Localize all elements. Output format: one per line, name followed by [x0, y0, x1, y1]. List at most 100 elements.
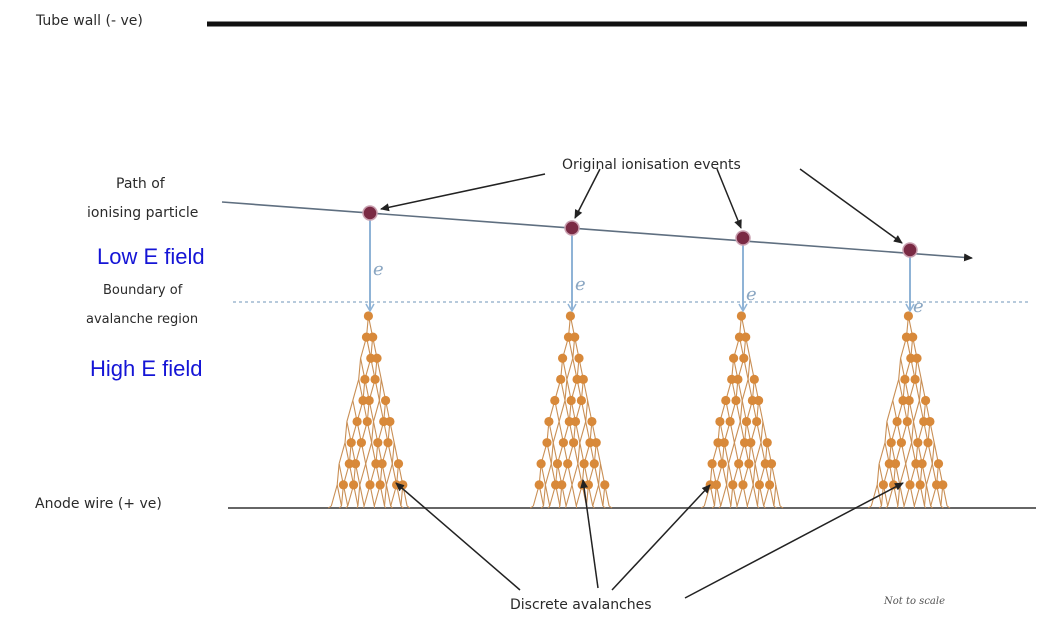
avalanche-branch: [386, 485, 390, 506]
avalanche-electron-dot: [351, 459, 360, 468]
avalanche-branch: [374, 400, 380, 421]
avalanche-branch: [755, 443, 761, 464]
avalanche-electron-dot: [544, 417, 553, 426]
avalanche-electron-dot: [563, 459, 572, 468]
avalanche-electron-dot: [921, 396, 930, 405]
avalanche-electron-dot: [739, 354, 748, 363]
event-pointer-arrow: [800, 169, 902, 243]
discrete-avalanches-label: Discrete avalanches: [510, 597, 652, 613]
avalanche-electron-dot: [381, 396, 390, 405]
avalanche-electron-dot: [368, 333, 377, 342]
avalanche-branch: [379, 379, 381, 400]
ionisation-event-dot: [736, 231, 750, 245]
avalanche-branch: [912, 422, 914, 443]
avalanche-electron-dot: [720, 438, 729, 447]
particle-path-label-line1: Path of: [116, 176, 165, 192]
avalanche-electron-dot: [558, 354, 567, 363]
avalanche-branch: [776, 485, 780, 506]
avalanche-branch: [740, 400, 742, 421]
avalanche-electron-dot: [365, 480, 374, 489]
avalanche-branch: [906, 443, 912, 464]
avalanche-branch: [359, 358, 361, 379]
avalanche-branch: [578, 443, 580, 464]
avalanche-electron-dot: [891, 459, 900, 468]
avalanche-electron-dot: [353, 417, 362, 426]
avalanche-electron-dot: [934, 459, 943, 468]
avalanche-electron-dot: [590, 459, 599, 468]
avalanche-electron-dot: [923, 438, 932, 447]
avalanche-electron-dot: [893, 417, 902, 426]
avalanche-branch: [721, 485, 727, 506]
avalanche-electron-dot: [347, 438, 356, 447]
boundary-label-line1: Boundary of: [103, 283, 182, 298]
avalanche-electron-dot: [537, 459, 546, 468]
avalanche-electron-dot: [383, 438, 392, 447]
avalanche-electron-dot: [731, 396, 740, 405]
avalanche-4: [868, 311, 950, 508]
avalanche-branch: [887, 400, 893, 421]
avalanche-electron-dot: [726, 417, 735, 426]
avalanche-electron-dot: [742, 417, 751, 426]
avalanche-branch: [914, 400, 920, 421]
avalanche-branch: [545, 464, 551, 485]
avalanche-electron-dot: [363, 417, 372, 426]
avalanche-branch: [372, 422, 374, 443]
electron-symbol: e: [373, 259, 384, 280]
avalanche-electron-dot: [904, 311, 913, 320]
event-pointer-arrow: [575, 169, 600, 218]
not-to-scale-label: Not to scale: [884, 596, 945, 607]
avalanche-branch: [385, 485, 387, 506]
original-events-label: Original ionisation events: [562, 157, 741, 173]
low-field-label: Low E field: [97, 244, 205, 270]
avalanche-branch: [553, 422, 559, 443]
avalanche-electron-dot: [592, 438, 601, 447]
avalanche-3: [701, 311, 783, 508]
avalanche-electron-dot: [905, 480, 914, 489]
high-field-label: High E field: [90, 356, 203, 382]
avalanche-branch: [871, 485, 877, 506]
avalanche-branch: [567, 358, 573, 379]
avalanche-electron-dot: [918, 459, 927, 468]
avalanche-branch: [753, 464, 755, 485]
avalanche-branch: [734, 422, 740, 443]
avalanche-branch: [358, 485, 360, 506]
avalanche-electron-dot: [571, 417, 580, 426]
avalanche-branch: [877, 464, 879, 485]
avalanche-electron-dot: [357, 438, 366, 447]
avalanche-branch: [566, 485, 572, 506]
avalanche-electron-dot: [376, 480, 385, 489]
avalanche-branch: [551, 443, 553, 464]
avalanche-electron-dot: [733, 375, 742, 384]
avalanche-electron-dot: [373, 438, 382, 447]
avalanche-branch: [544, 485, 546, 506]
avalanche-branch: [742, 379, 748, 400]
avalanche-electron-dot: [721, 396, 730, 405]
avalanche-electron-dot: [734, 459, 743, 468]
avalanche-electron-dot: [879, 480, 888, 489]
avalanche-electron-dot: [754, 396, 763, 405]
avalanche-electron-dot: [715, 417, 724, 426]
ionisation-event-dot: [565, 221, 579, 235]
avalanche-branch: [599, 464, 601, 485]
avalanche-electron-dot: [587, 417, 596, 426]
avalanche-branch: [345, 422, 347, 443]
event-pointer-arrow: [381, 174, 545, 209]
avalanche-electron-dot: [556, 375, 565, 384]
electron-drift-1: e: [366, 220, 384, 311]
avalanche-electron-dot: [746, 438, 755, 447]
avalanche-electron-dot: [557, 480, 566, 489]
avalanche-branch: [586, 400, 588, 421]
avalanche-electron-dot: [741, 333, 750, 342]
avalanche-branch: [899, 358, 901, 379]
avalanche-electron-dot: [600, 480, 609, 489]
avalanche-electron-dot: [765, 480, 774, 489]
avalanche-branch: [919, 379, 921, 400]
avalanche-electron-dot: [729, 354, 738, 363]
ionisation-event-dot: [903, 243, 917, 257]
avalanche-electron-dot: [752, 417, 761, 426]
avalanche-electron-dot: [708, 459, 717, 468]
avalanche-electron-dot: [360, 375, 369, 384]
avalanche-branch: [593, 485, 599, 506]
